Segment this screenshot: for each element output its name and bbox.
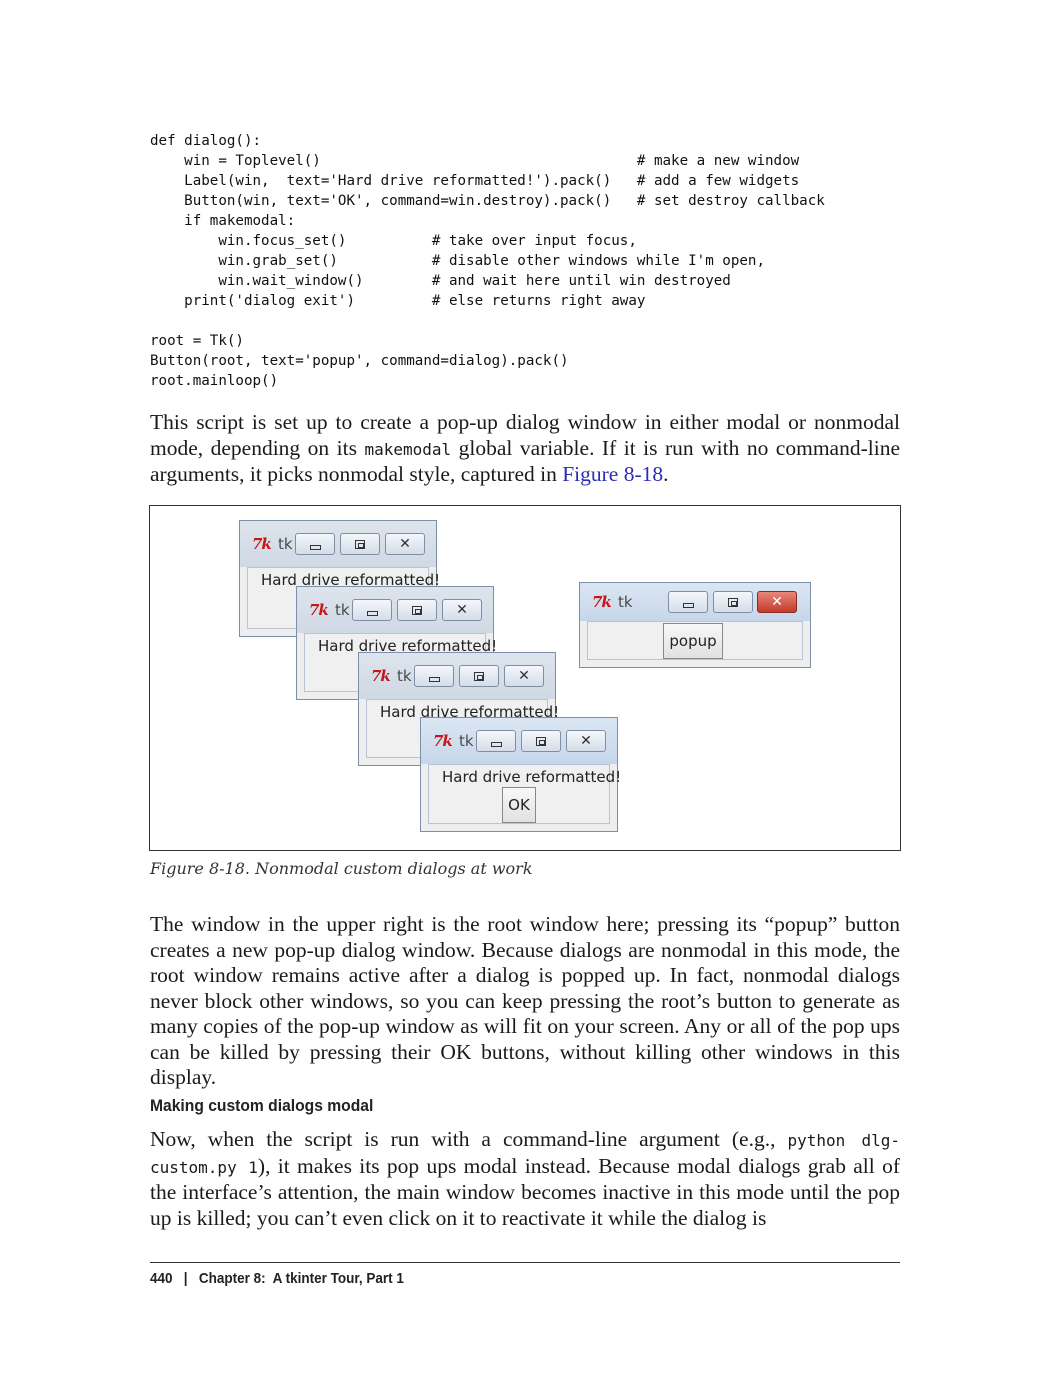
title-bar[interactable]: 7k tk ✕: [580, 583, 810, 621]
body-paragraph-2: The window in the upper right is the roo…: [150, 912, 900, 1089]
minimize-icon: [428, 676, 440, 682]
title-bar[interactable]: 7k tk ✕: [359, 653, 555, 699]
close-button[interactable]: ✕: [442, 599, 482, 621]
code-line: print('dialog exit') # else returns righ…: [150, 293, 646, 309]
minimize-icon: [490, 741, 502, 747]
maximize-icon: [474, 671, 484, 681]
dialog-label: Hard drive reformatted!: [442, 768, 622, 786]
page-number: 440: [150, 1270, 173, 1287]
dialog-label: Hard drive reformatted!: [261, 571, 441, 589]
close-button[interactable]: ✕: [504, 665, 544, 687]
figure-caption: Figure 8-18. Nonmodal custom dialogs at …: [150, 859, 533, 878]
tk-feather-logo-icon: 7k: [309, 601, 329, 619]
code-line: win.wait_window() # and wait here until …: [150, 273, 731, 289]
inline-code: makemodal: [364, 439, 452, 459]
window-title: tk: [335, 601, 350, 619]
code-line: [150, 311, 825, 331]
close-icon: ✕: [456, 602, 468, 618]
close-icon: ✕: [771, 594, 783, 610]
paragraph-text: This script is set up to create a pop-up…: [150, 410, 900, 460]
title-bar[interactable]: 7k tk ✕: [421, 718, 617, 764]
close-button[interactable]: ✕: [385, 533, 425, 555]
close-button[interactable]: ✕: [566, 730, 606, 752]
maximize-icon: [355, 539, 365, 549]
popup-button[interactable]: popup: [663, 623, 723, 659]
close-icon: ✕: [580, 733, 592, 749]
footer-rule: [150, 1262, 900, 1263]
close-button[interactable]: ✕: [757, 591, 797, 613]
maximize-icon: [728, 597, 738, 607]
title-bar[interactable]: 7k tk ✕: [240, 521, 436, 567]
close-icon: ✕: [399, 536, 411, 552]
chapter-title: Chapter 8: A tkinter Tour, Part 1: [198, 1270, 404, 1287]
minimize-icon: [309, 544, 321, 550]
maximize-button[interactable]: [340, 533, 380, 555]
figure-frame: 7k tk ✕ Hard drive reformatted! 7k tk ✕ …: [149, 505, 901, 851]
paragraph-text: Now, when the script is run with a comma…: [150, 1127, 788, 1151]
minimize-icon: [682, 602, 694, 608]
minimize-button[interactable]: [295, 533, 335, 555]
title-bar[interactable]: 7k tk ✕: [297, 587, 493, 633]
dialog-body: Hard drive reformatted! OK: [428, 764, 621, 824]
maximize-icon: [536, 736, 546, 746]
window-title: tk: [278, 535, 293, 553]
page-footer: 440 | Chapter 8: A tkinter Tour, Part 1: [150, 1270, 404, 1287]
code-line: Button(root, text='popup', command=dialo…: [150, 353, 569, 369]
code-line: root.mainloop(): [150, 373, 279, 389]
code-line: win.grab_set() # disable other windows w…: [150, 253, 765, 269]
figure-link[interactable]: Figure 8-18: [562, 462, 664, 486]
tk-feather-logo-icon: 7k: [252, 535, 272, 553]
code-line: Button(win, text='OK', command=win.destr…: [150, 193, 825, 209]
minimize-button[interactable]: [352, 599, 392, 621]
code-line: root = Tk(): [150, 333, 244, 349]
code-listing: def dialog(): win = Toplevel() # make a …: [150, 131, 825, 391]
body-paragraph-1: This script is set up to create a pop-up…: [150, 410, 900, 488]
tk-feather-logo-icon: 7k: [592, 593, 612, 611]
body-paragraph-3: Now, when the script is run with a comma…: [150, 1127, 900, 1231]
maximize-button[interactable]: [713, 591, 753, 613]
maximize-button[interactable]: [459, 665, 499, 687]
tk-feather-logo-icon: 7k: [371, 667, 391, 685]
window-title: tk: [397, 667, 412, 685]
paragraph-text: .: [663, 462, 669, 486]
window-title: tk: [618, 593, 633, 611]
minimize-button[interactable]: [668, 591, 708, 613]
paragraph-text: ), it makes its pop ups modal instead. B…: [150, 1153, 900, 1230]
section-heading: Making custom dialogs modal: [150, 1096, 374, 1115]
close-icon: ✕: [518, 668, 530, 684]
root-window[interactable]: 7k tk ✕ popup: [579, 582, 811, 668]
dialog-window[interactable]: 7k tk ✕ Hard drive reformatted! OK: [420, 717, 621, 832]
code-line: Label(win, text='Hard drive reformatted!…: [150, 173, 800, 189]
code-line: def dialog():: [150, 133, 262, 149]
code-line: win = Toplevel() # make a new window: [150, 153, 800, 169]
maximize-icon: [412, 605, 422, 615]
code-line: if makemodal:: [150, 213, 296, 229]
maximize-button[interactable]: [397, 599, 437, 621]
minimize-button[interactable]: [476, 730, 516, 752]
paragraph-text: global variable. If it is run with no co…: [150, 435, 900, 487]
window-title: tk: [459, 732, 474, 750]
ok-button[interactable]: OK: [502, 787, 536, 823]
minimize-button[interactable]: [414, 665, 454, 687]
dialog-label: Hard drive reformatted!: [318, 637, 498, 655]
dialog-label: Hard drive reformatted!: [380, 703, 560, 721]
footer-separator: |: [183, 1270, 188, 1287]
code-line: win.focus_set() # take over input focus,: [150, 233, 637, 249]
maximize-button[interactable]: [521, 730, 561, 752]
tk-feather-logo-icon: 7k: [433, 732, 453, 750]
minimize-icon: [366, 610, 378, 616]
inline-code: python dlg-custom.py 1: [150, 1131, 900, 1177]
root-body: popup: [587, 621, 803, 660]
